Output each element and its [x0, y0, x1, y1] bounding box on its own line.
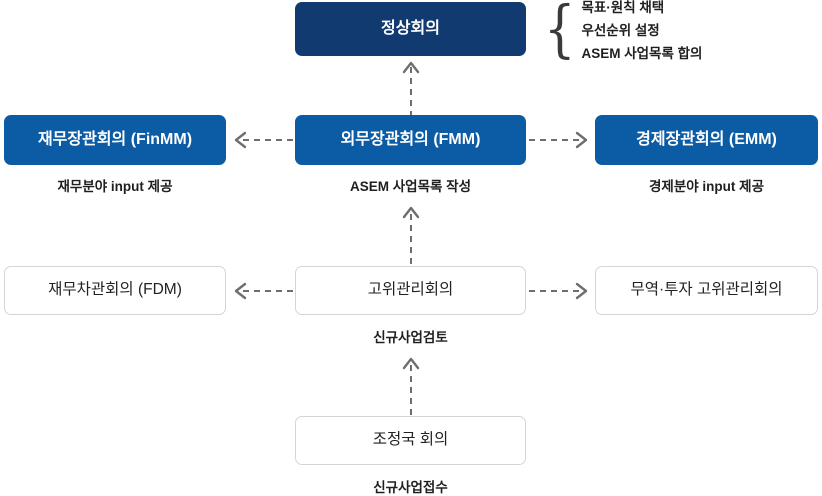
connector-fmm-to-finmm-arrow-left [230, 130, 293, 150]
connector-som-to-som-trade-investment-arrow-right [529, 281, 592, 301]
summit-outcome-1: 목표·원칙 채택 [581, 0, 665, 15]
caption-fmm: ASEM 사업목록 작성 [349, 179, 472, 194]
node-som-label: 고위관리회의 [367, 281, 454, 299]
curly-brace-icon: { [543, 0, 576, 65]
caption-emm: 경제분야 input 제공 [648, 179, 764, 194]
node-coordinators[interactable]: 조정국 회의 [295, 416, 526, 465]
node-summit[interactable]: 정상회의 [295, 2, 526, 56]
node-finmm-label: 재무장관회의 (FinMM) [37, 131, 193, 149]
connector-som-to-fmm-arrow-up [399, 202, 423, 264]
caption-coordinators: 신규사업접수 [373, 480, 448, 495]
summit-outcome-3: ASEM 사업목록 합의 [581, 46, 703, 61]
node-som-trade-investment-label: 무역·투자 고위관리회의 [630, 281, 783, 299]
connector-som-to-fdm-arrow-left [230, 281, 293, 301]
connector-coordinators-to-som-arrow-up [399, 353, 423, 415]
caption-som: 신규사업검토 [373, 330, 448, 345]
node-fmm[interactable]: 외무장관회의 (FMM) [295, 115, 526, 165]
summit-outcomes-note: { 목표·원칙 채택 우선순위 설정 ASEM 사업목록 합의 [540, 0, 703, 65]
connector-fmm-to-summit-arrow-up [399, 57, 423, 117]
connector-fmm-to-emm-arrow-right [529, 130, 592, 150]
node-emm-label: 경제장관회의 (EMM) [636, 131, 777, 149]
node-som[interactable]: 고위관리회의 [295, 266, 526, 315]
node-coordinators-label: 조정국 회의 [372, 431, 449, 449]
node-fmm-label: 외무장관회의 (FMM) [340, 131, 481, 149]
node-fdm[interactable]: 재무차관회의 (FDM) [4, 266, 226, 315]
summit-outcome-2: 우선순위 설정 [581, 23, 660, 38]
summit-outcomes-lines: 목표·원칙 채택 우선순위 설정 ASEM 사업목록 합의 [581, 0, 702, 62]
node-emm[interactable]: 경제장관회의 (EMM) [595, 115, 818, 165]
node-som-trade-investment[interactable]: 무역·투자 고위관리회의 [595, 266, 818, 315]
node-fdm-label: 재무차관회의 (FDM) [48, 281, 182, 299]
caption-finmm: 재무분야 input 제공 [57, 179, 173, 194]
node-finmm[interactable]: 재무장관회의 (FinMM) [4, 115, 226, 165]
node-summit-label: 정상회의 [381, 20, 440, 38]
